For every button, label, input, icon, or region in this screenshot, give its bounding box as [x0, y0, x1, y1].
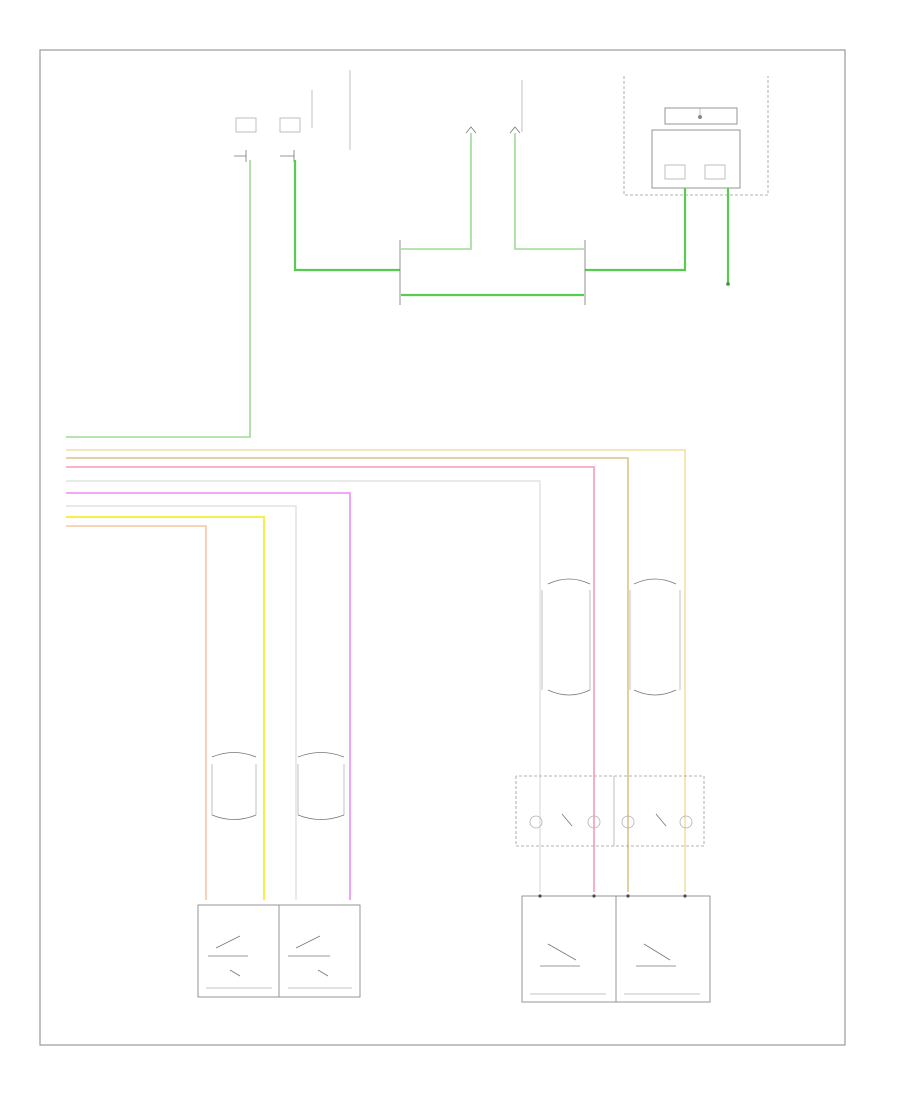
wire-green [293, 160, 400, 272]
wire-gray [66, 480, 541, 892]
splice-dot [683, 894, 687, 898]
ground-point [726, 282, 730, 286]
clockspring-bottom-arc [297, 814, 345, 820]
wire-pink [66, 466, 595, 892]
clockspring-top-arc [547, 578, 591, 585]
clockspring-top-arc [297, 752, 345, 758]
splice-dot [592, 894, 596, 898]
top-mid-connectors [465, 80, 523, 134]
wire-green [585, 188, 687, 272]
module-internal-box [664, 107, 738, 125]
module-outline [623, 76, 769, 196]
wire-gray [66, 505, 297, 900]
switch-contact [529, 815, 543, 829]
right-dashed-module [515, 775, 705, 847]
module-node [698, 115, 702, 119]
right-clockspring-1 [541, 578, 591, 696]
pin-mark [509, 126, 521, 134]
switch-contact [621, 815, 635, 829]
clockspring-bottom-arc [547, 689, 591, 696]
connector-box-1 [235, 117, 257, 133]
splice-dot [626, 894, 630, 898]
lower-left-module [197, 904, 361, 998]
left-clockspring-1 [211, 752, 257, 820]
pin-mark [234, 150, 247, 162]
switch-symbol [288, 935, 330, 957]
clockspring-top-arc [211, 752, 257, 758]
wire-yellow [66, 516, 265, 900]
diagram-frame [39, 49, 846, 1046]
switch-blade [561, 813, 667, 827]
wire-violet [66, 492, 351, 900]
connector-box-2 [279, 117, 301, 133]
clockspring-bottom-arc [211, 814, 257, 820]
wire-light-green [401, 133, 472, 250]
pin-mark [280, 150, 295, 162]
module-outline [515, 775, 705, 847]
right-clockspring-2 [629, 578, 681, 696]
switch-tick [229, 969, 329, 977]
switch-symbol [208, 935, 248, 957]
top-wiring [293, 133, 730, 305]
splice-dot [538, 894, 542, 898]
clockspring-bottom-arc [633, 689, 677, 696]
connector-pin-box [664, 164, 686, 180]
clockspring-top-arc [633, 578, 677, 585]
pin-mark [465, 126, 477, 134]
wire-light-green [514, 133, 584, 250]
wire-tan [66, 449, 686, 892]
connector-pin-box [704, 164, 726, 180]
left-clockspring-2 [297, 752, 345, 820]
lower-right-module [521, 894, 711, 1003]
wire-peach [66, 525, 207, 900]
main-harness [66, 160, 686, 900]
switch-symbol [540, 943, 580, 967]
upper-right-module [623, 76, 769, 196]
switch-symbol [636, 943, 676, 967]
wire-brown [66, 457, 629, 892]
switch-contact [587, 815, 601, 829]
top-left-connectors [234, 70, 351, 162]
module-connector [651, 129, 741, 189]
switch-contact [679, 815, 693, 829]
wire-light-green [66, 160, 251, 438]
